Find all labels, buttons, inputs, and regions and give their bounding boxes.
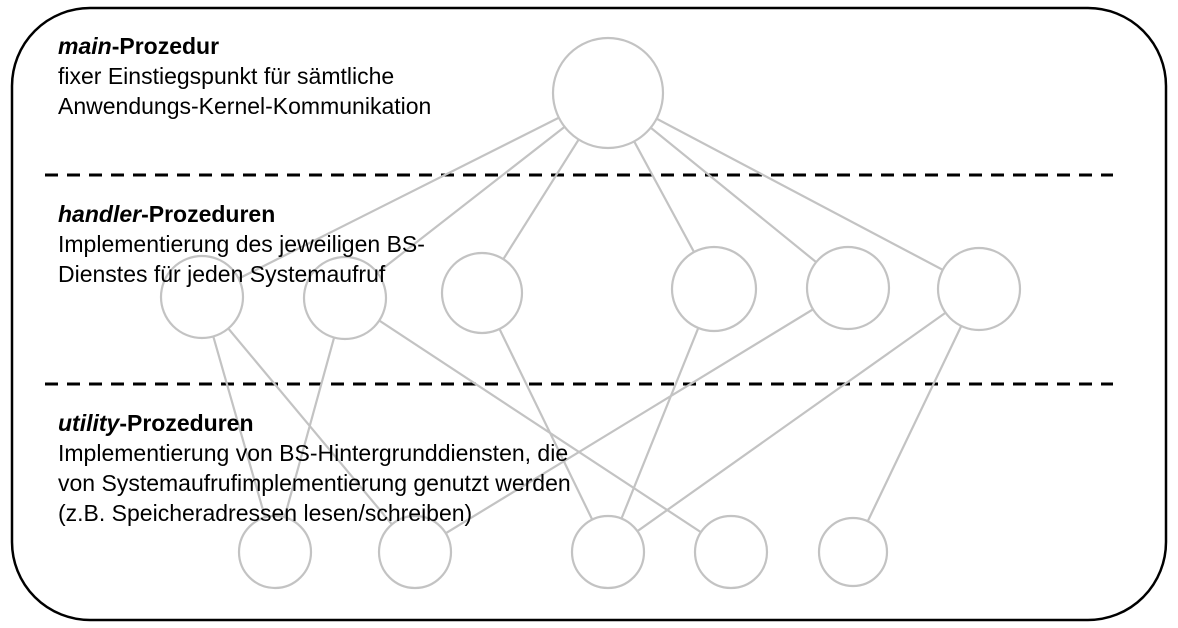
procedure-node-utility-b4 xyxy=(693,514,769,590)
graph-edge-m2-b1 xyxy=(273,297,347,553)
procedure-node-handler-m5 xyxy=(805,245,891,331)
section-description-line: Anwendungs-Kernel-Kommunikation xyxy=(58,93,432,119)
section-title-rest: -Prozeduren xyxy=(141,201,276,227)
procedure-node-utility-b5 xyxy=(817,516,889,588)
section-title: handler-Prozeduren xyxy=(58,199,425,229)
section-description-line: Implementierung von BS-Hintergrunddienst… xyxy=(58,440,569,466)
section-label-main: main-Prozedur fixer Einstiegspunkt für s… xyxy=(58,31,431,121)
procedure-node-utility-b1 xyxy=(237,514,313,590)
section-description-line: Dienstes für jeden Systemaufruf xyxy=(58,261,386,287)
procedure-nodes xyxy=(159,36,1022,590)
procedure-node-handler-m3 xyxy=(440,251,524,335)
procedure-node-handler-m6 xyxy=(936,246,1022,332)
rounded-frame-rect xyxy=(10,6,1168,622)
procedure-node-handler-m2 xyxy=(302,255,388,341)
section-title-italic: main xyxy=(58,33,112,59)
section-title: main-Prozedur xyxy=(58,31,431,61)
section-description-line: Implementierung des jeweiligen BS- xyxy=(58,231,425,257)
section-title-italic: utility xyxy=(58,410,120,436)
procedure-node-handler-m1 xyxy=(159,254,245,340)
section-description-line: fixer Einstiegspunkt für sämtliche xyxy=(58,63,395,89)
graph-edge-m6-b3 xyxy=(607,288,980,553)
call-edges xyxy=(200,92,980,553)
procedure-node-handler-m4 xyxy=(670,245,758,333)
graph-edge-main-m1 xyxy=(201,92,609,298)
graph-edge-m6-b5 xyxy=(852,288,980,553)
graph-edge-m4-b3 xyxy=(606,288,716,553)
section-title-rest: -Prozeduren xyxy=(119,410,254,436)
dashed-separators xyxy=(45,173,1113,386)
section-title-italic: handler xyxy=(58,201,142,227)
section-title: utility-Prozeduren xyxy=(58,408,571,438)
procedure-node-utility-b3 xyxy=(570,514,646,590)
procedure-node-main-main xyxy=(551,36,665,150)
rounded-frame xyxy=(10,6,1168,622)
section-label-utility: utility-Prozeduren Implementierung von B… xyxy=(58,408,571,528)
section-description-line: (z.B. Speicheradressen lesen/schreiben) xyxy=(58,500,473,526)
graph-edge-m1-b2 xyxy=(201,296,416,553)
procedure-node-utility-b2 xyxy=(377,514,453,590)
section-label-handler: handler-Prozeduren Implementierung des j… xyxy=(58,199,425,289)
graph-edge-m3-b3 xyxy=(481,292,609,553)
graph-edge-m1-b1 xyxy=(200,296,277,553)
graph-edge-m5-b2 xyxy=(414,287,849,553)
section-title-rest: -Prozedur xyxy=(111,33,220,59)
graph-edge-main-m6 xyxy=(607,92,980,290)
section-description-line: von Systemaufrufimplementierung genutzt … xyxy=(58,470,571,496)
